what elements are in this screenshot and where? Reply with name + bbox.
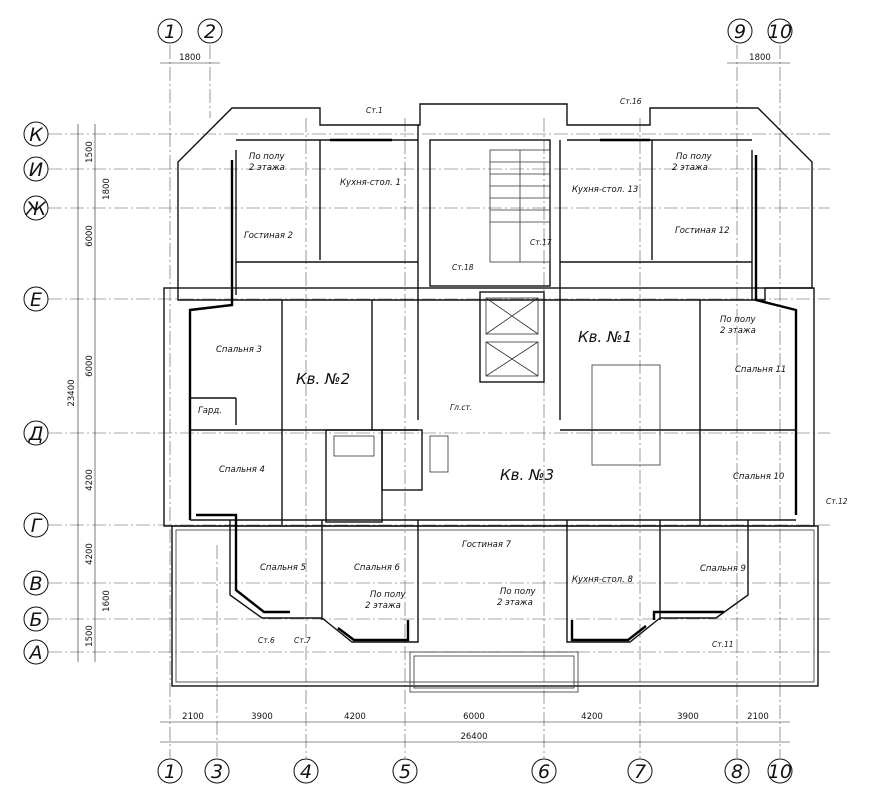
axis-label-bottom-6: 6 — [538, 761, 550, 783]
riser-st1: Ст.1 — [366, 106, 383, 115]
dims-left: 1500 1800 6000 6000 4200 4200 1600 1500 … — [67, 141, 112, 647]
riser-st7: Ст.7 — [294, 636, 311, 645]
axis-label-top-10: 10 — [768, 21, 792, 43]
axis-label-bottom-4: 4 — [300, 761, 312, 783]
axis-label-left-V: В — [29, 573, 42, 595]
axis-grid-vertical — [169, 45, 781, 758]
dim-left-7: 1600 — [102, 590, 112, 612]
axis-label-left-Zh: Ж — [25, 198, 48, 220]
room-bedroom-3: Спальня 3 — [216, 345, 262, 355]
room-bedroom-11: Спальня 11 — [735, 365, 786, 375]
building-outline — [163, 103, 819, 693]
floor-note-2-line2: 2 этажа — [672, 163, 708, 173]
dim-top-right: 1800 — [749, 53, 771, 63]
dim-bottom-7: 2100 — [747, 712, 769, 722]
axis-label-bottom-5: 5 — [399, 761, 411, 783]
axis-label-left-A: А — [28, 642, 43, 664]
dim-left-2: 1800 — [102, 178, 112, 200]
riser-st18: Ст.18 — [452, 263, 474, 272]
dimension-lines — [77, 62, 790, 743]
riser-st17: Ст.17 — [530, 238, 552, 247]
dim-left-4: 6000 — [85, 355, 95, 377]
floor-note-3-line2: 2 этажа — [720, 326, 756, 336]
apartment-label-2: Кв. №2 — [296, 370, 350, 388]
axis-label-left-G: Г — [31, 515, 43, 537]
axis-label-left-B: Б — [29, 609, 42, 631]
floor-note-1-line1: По полу — [249, 152, 285, 162]
dim-bottom-5: 4200 — [581, 712, 603, 722]
room-labels: Кухня-стол. 1 Кухня-стол. 13 Гостиная 2 … — [198, 178, 786, 585]
axis-label-bottom-3: 3 — [211, 761, 223, 783]
dim-bottom-2: 3900 — [251, 712, 273, 722]
room-living-2: Гостиная 2 — [244, 231, 293, 241]
room-wardrobe: Гард. — [198, 406, 222, 416]
axis-label-left-D: Д — [28, 423, 44, 445]
room-living-7: Гостиная 7 — [462, 540, 512, 550]
riser-st6: Ст.6 — [258, 636, 275, 645]
axis-label-top-1: 1 — [164, 21, 176, 43]
floor-note-2-line1: По полу — [676, 152, 712, 162]
riser-st16: Ст.16 — [620, 97, 642, 106]
room-kitchen-8: Кухня-стол. 8 — [572, 575, 633, 585]
axis-label-bottom-10: 10 — [768, 761, 792, 783]
riser-glst: Гл.ст. — [450, 403, 472, 412]
dims-bottom: 2100 3900 4200 6000 4200 3900 2100 26400 — [182, 712, 769, 742]
floor-note-3-line1: По полу — [720, 315, 756, 325]
axis-label-bottom-1: 1 — [164, 761, 176, 783]
room-bedroom-10: Спальня 10 — [733, 472, 784, 482]
axis-label-left-I: И — [29, 159, 43, 181]
dim-left-6: 4200 — [85, 543, 95, 565]
floor-note-5-line1: По полу — [500, 587, 536, 597]
heavy-lines — [188, 138, 798, 642]
riser-st12: Ст.12 — [826, 497, 848, 506]
dim-bottom-1: 2100 — [182, 712, 204, 722]
room-bedroom-9: Спальня 9 — [700, 564, 746, 574]
apartment-label-3: Кв. №3 — [500, 466, 554, 484]
room-bedroom-4: Спальня 4 — [219, 465, 265, 475]
axis-markers-bottom: 1 3 4 5 6 7 8 10 — [157, 758, 793, 784]
floor-note-5-line2: 2 этажа — [497, 598, 533, 608]
riser-st11: Ст.11 — [712, 640, 734, 649]
dim-left-total: 23400 — [67, 379, 77, 406]
dim-bottom-total: 26400 — [460, 732, 487, 742]
dim-bottom-3: 4200 — [344, 712, 366, 722]
dim-top-left: 1800 — [179, 53, 201, 63]
floor-note-4-line2: 2 этажа — [365, 601, 401, 611]
dim-left-3: 6000 — [85, 225, 95, 247]
axis-label-bottom-8: 8 — [731, 761, 743, 783]
room-bedroom-5: Спальня 5 — [260, 563, 306, 573]
floor-note-1-line2: 2 этажа — [249, 163, 285, 173]
axis-label-top-9: 9 — [734, 21, 746, 43]
dim-left-1: 1500 — [85, 141, 95, 163]
room-bedroom-6: Спальня 6 — [354, 563, 401, 573]
room-kitchen-1: Кухня-стол. 1 — [340, 178, 401, 188]
apartment-label-1: Кв. №1 — [578, 328, 632, 346]
dim-bottom-4: 6000 — [463, 712, 485, 722]
floor-notes: По полу 2 этажа По полу 2 этажа По полу … — [249, 152, 756, 611]
dim-left-5: 4200 — [85, 469, 95, 491]
room-living-12: Гостиная 12 — [675, 226, 729, 236]
axis-label-left-E: Е — [30, 289, 42, 311]
floor-note-4-line1: По полу — [370, 590, 406, 600]
axis-label-left-K: К — [29, 124, 44, 146]
dim-left-8: 1500 — [85, 625, 95, 647]
axis-markers-top: 1 2 9 10 — [157, 18, 793, 44]
axis-label-bottom-7: 7 — [634, 761, 646, 783]
axis-label-top-2: 2 — [204, 21, 216, 43]
dim-bottom-6: 3900 — [677, 712, 699, 722]
room-kitchen-13: Кухня-стол. 13 — [572, 185, 638, 195]
axis-markers-left: К И Ж Е Д Г В Б А — [23, 121, 49, 665]
riser-tags: Ст.1 Ст.16 Ст.17 Ст.18 Ст.12 Ст.6 Ст.7 С… — [258, 97, 848, 649]
